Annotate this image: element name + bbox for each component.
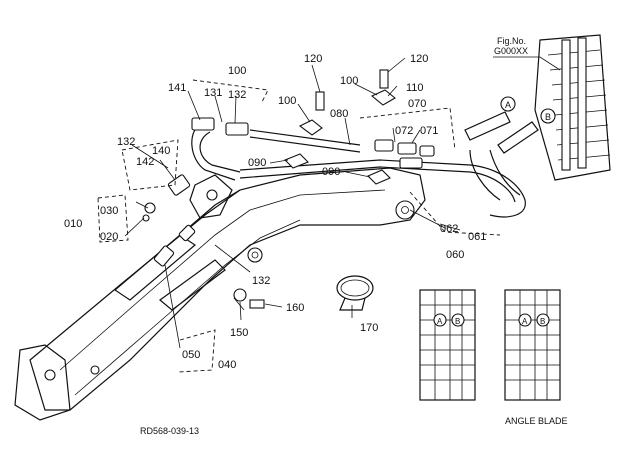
- callout-072: 072: [395, 125, 413, 137]
- fig-no-label: Fig.No.: [497, 36, 526, 46]
- callout-040: 040: [218, 359, 236, 371]
- callout-100: 100: [340, 75, 358, 87]
- schematic-angle-port-b: B: [540, 317, 545, 326]
- callout-080: 080: [330, 108, 348, 120]
- callout-141: 140: [152, 145, 170, 157]
- callout-070: 070: [408, 98, 426, 110]
- callout-132: 132: [228, 89, 246, 101]
- callout-071: 071: [420, 125, 438, 137]
- callout-050: 050: [182, 349, 200, 361]
- port-b-label: B: [545, 112, 551, 122]
- schematic-port-a: A: [437, 317, 443, 326]
- callout-142: 141: [168, 82, 186, 94]
- callout-131: 131: [204, 87, 222, 99]
- callout-110: 110: [406, 82, 424, 94]
- callout-170: 170: [360, 322, 378, 334]
- angle-blade-label: ANGLE BLADE: [505, 416, 568, 426]
- valve-schematic-standard: [419, 289, 476, 401]
- callout-010: 010: [64, 218, 82, 230]
- port-a-label: A: [505, 100, 511, 110]
- callout-150: 150: [230, 327, 248, 339]
- callout-132: 132: [252, 275, 270, 287]
- callout-030: 030: [100, 205, 118, 217]
- schematic-port-b: B: [455, 317, 460, 326]
- callout-062: 062: [440, 223, 458, 235]
- callout-090: 090: [248, 157, 266, 169]
- callout-120: 120: [410, 53, 428, 65]
- fittings: [142, 69, 539, 311]
- figure-meta: Fig.No. G000XX A B A B A B ANGLE BLADE R…: [140, 36, 568, 436]
- callout-100: 100: [278, 95, 296, 107]
- callout-142: 142: [136, 156, 154, 168]
- leader-lines: [124, 57, 461, 349]
- valve-schematic-angle-blade: [504, 289, 561, 401]
- hose-clamp: [336, 275, 374, 311]
- callout-130: 100: [228, 65, 246, 77]
- schematic-angle-port-a: A: [522, 317, 528, 326]
- callout-020: 020: [100, 231, 118, 243]
- fig-no-value: G000XX: [494, 46, 528, 56]
- callout-090: 090: [322, 166, 340, 178]
- drawing-code: RD568-039-13: [140, 426, 199, 436]
- callout-060: 060: [446, 249, 464, 261]
- group-brackets: [97, 79, 501, 373]
- callout-140: 132: [117, 136, 135, 148]
- callout-labels: 100 141 131 132 120 120 100 100 110 080 …: [64, 53, 486, 371]
- callout-061: 061: [468, 231, 486, 243]
- callout-120: 120: [304, 53, 322, 65]
- hose-routing: [179, 119, 526, 236]
- control-valve: [500, 34, 611, 181]
- callout-160: 160: [286, 302, 304, 314]
